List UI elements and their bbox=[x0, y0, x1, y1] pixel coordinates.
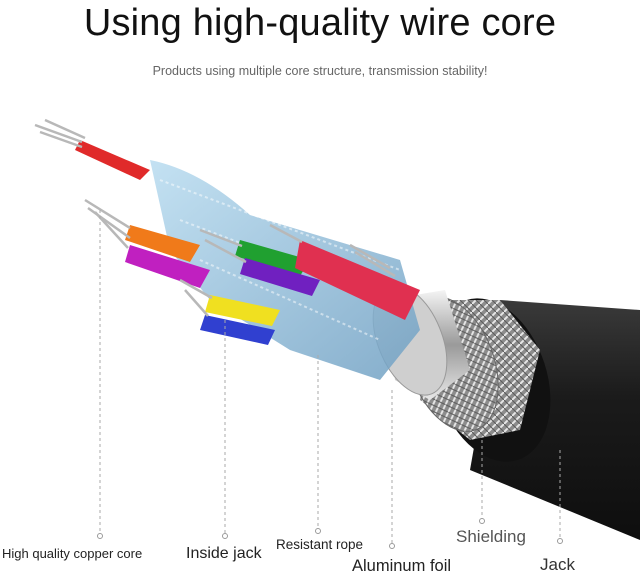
label-shielding: Shielding bbox=[456, 527, 526, 546]
label-copper-core: High quality copper core bbox=[2, 546, 143, 561]
label-aluminum-foil: Aluminum foil bbox=[352, 557, 452, 575]
page-subtitle: Products using multiple core structure, … bbox=[152, 64, 488, 78]
leader-dots bbox=[97, 518, 563, 549]
label-inside-jack: Inside jack bbox=[186, 545, 262, 562]
label-resistant-rope: Resistant rope bbox=[276, 537, 364, 552]
insulated-wires bbox=[75, 140, 420, 345]
label-jack: Jack bbox=[540, 555, 575, 574]
copper-core-strands bbox=[34, 118, 396, 317]
page-title: Using high-quality wire core bbox=[83, 2, 557, 44]
leader-lines bbox=[99, 210, 561, 545]
